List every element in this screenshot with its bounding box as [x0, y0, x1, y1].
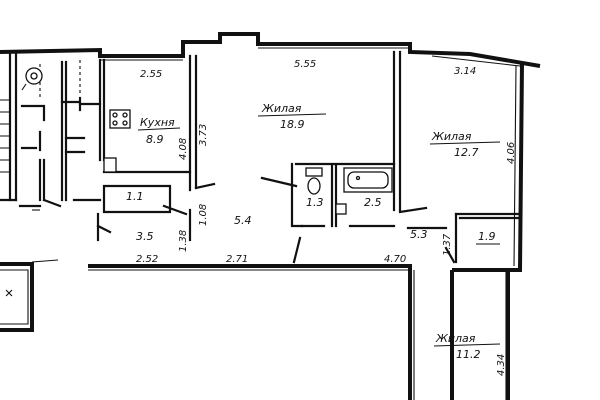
- room-area-closet-right: 1.9: [478, 230, 496, 243]
- dim-right-top: 3.14: [454, 66, 476, 77]
- dim-corridor-side: 1.38: [178, 230, 189, 252]
- toilet-icon: [305, 167, 323, 177]
- room-area-toilet: 1.3: [306, 196, 324, 209]
- dim-bottom-room-side: 4.34: [496, 354, 507, 376]
- dim-bottom-right: 4.70: [384, 254, 406, 265]
- dim-main-left: 3.73: [198, 124, 209, 146]
- room-name-living-bottom: Жилая: [435, 332, 476, 345]
- room-area-living-main: 18.9: [280, 118, 305, 131]
- room-area-closet-left: 1.1: [126, 190, 144, 203]
- room-area-corridor-left: 3.5: [136, 230, 154, 243]
- dim-right-corr: 1.37: [442, 233, 453, 256]
- room-area-hall: 5.4: [234, 214, 252, 227]
- room-labels: Кухня 8.9 Жилая 18.9 Жилая 12.7 Жилая 11…: [126, 102, 501, 361]
- dim-bottom-left: 2.52: [136, 254, 158, 265]
- dim-bottom-mid: 2.71: [226, 254, 248, 265]
- room-area-kitchen: 8.9: [146, 133, 164, 146]
- room-area-corridor-right: 5.3: [410, 228, 428, 241]
- dim-kitchen-top: 2.55: [140, 69, 162, 80]
- dim-hall-left: 1.08: [198, 204, 209, 226]
- dimension-labels: 2.55 5.55 3.14 2.52 2.71 4.70 4.08 3.73 …: [136, 59, 517, 376]
- stove-icon: [109, 109, 131, 129]
- room-area-bath: 2.5: [364, 196, 382, 209]
- stairwell-block: [0, 50, 102, 208]
- interior-walls: [96, 50, 520, 264]
- dim-right-side: 4.06: [506, 142, 517, 164]
- room-name-kitchen: Кухня: [140, 116, 175, 129]
- dim-kitchen-side: 4.08: [178, 138, 189, 160]
- cross-mark-icon: [5, 289, 13, 297]
- outer-walls: [0, 32, 541, 400]
- balcony: [0, 259, 59, 332]
- sink-icon: [103, 157, 117, 173]
- dim-main-top: 5.55: [294, 59, 316, 70]
- room-name-living-main: Жилая: [261, 102, 302, 115]
- fixtures: [32, 109, 393, 215]
- washbasin-icon: [335, 203, 347, 215]
- room-name-living-right: Жилая: [431, 130, 472, 143]
- room-area-living-right: 12.7: [454, 146, 479, 159]
- room-area-living-bottom: 11.2: [456, 348, 481, 361]
